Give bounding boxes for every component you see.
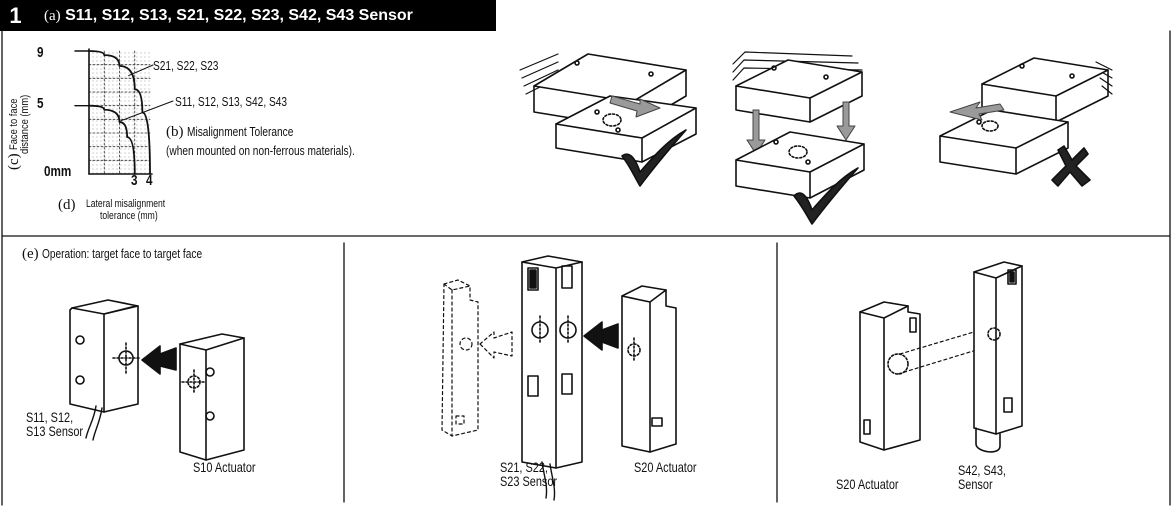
s11-label-line1: S11, S12, [26, 409, 74, 425]
leader-outer [128, 64, 154, 77]
y-tick-9: 9 [37, 44, 44, 61]
x-axis-label-line1: Lateral misalignment [86, 198, 166, 210]
letter-c: (c) [6, 153, 22, 170]
chart-caption: (b) Misalignment Tolerance [166, 124, 323, 140]
operation-heading: (e) Operation: target face to target fac… [22, 246, 248, 262]
illustration-s21-s20 [441, 255, 677, 501]
x-tick-4: 4 [146, 172, 153, 189]
chart-curve-outer [88, 50, 151, 175]
s21-label-line1: S21, S22, [500, 459, 548, 475]
s42-label-line1: S42, S43, [958, 462, 1006, 478]
x-tick-3: 3 [131, 172, 138, 189]
illustration-s20-s42 [859, 261, 1023, 453]
chart-curve-inner [88, 104, 136, 175]
letter-b: (b) [166, 124, 184, 140]
illustration-offset-ok [519, 53, 697, 187]
curve-inner-label: S11, S12, S13, S42, S43 [175, 94, 288, 109]
section-number: 1 [9, 3, 22, 28]
illustration-misaligned-x [939, 57, 1113, 187]
sensor-title-text: S11, S12, S13, S21, S22, S23, S42, S43 S… [65, 7, 413, 24]
y-axis-label-line2: distance (mm) [19, 94, 31, 154]
s11-label-line2: S13 Sensor [26, 423, 84, 439]
caption-line2: (when mounted on non-ferrous materials). [166, 143, 355, 158]
curve-outer-label: S21, S22, S23 [153, 58, 219, 73]
letter-a: (a) [44, 8, 61, 24]
operation-title: Operation: target face to target face [42, 246, 203, 261]
y-tick-0mm: 0mm [44, 163, 72, 180]
section-header-bar: 1 (a) S11, S12, S13, S21, S22, S23, S42,… [0, 0, 496, 31]
caption-line1: Misalignment Tolerance [187, 124, 294, 139]
s20-label-right: S20 Actuator [836, 476, 899, 492]
s21-label-line2: S23 Sensor [500, 473, 558, 489]
letter-d: (d) [58, 197, 76, 213]
illustration-vertical-ok [732, 51, 865, 225]
x-axis-letter-d-wrap: (d) [58, 197, 76, 213]
s20-label-mid: S20 Actuator [634, 459, 697, 475]
s42-label-line2: Sensor [958, 476, 993, 492]
letter-e: (e) [22, 246, 39, 262]
tolerance-chart [74, 48, 174, 175]
frame-lines [1, 30, 1171, 506]
x-axis-label-line2: tolerance (mm) [100, 210, 158, 222]
section-title: (a) S11, S12, S13, S21, S22, S23, S42, S… [44, 3, 413, 29]
leader-inner [120, 100, 174, 122]
y-tick-5: 5 [37, 95, 44, 112]
y-axis-label: (c) [6, 153, 22, 170]
s10-label: S10 Actuator [193, 459, 256, 475]
illustration-s11-s10 [69, 299, 245, 461]
